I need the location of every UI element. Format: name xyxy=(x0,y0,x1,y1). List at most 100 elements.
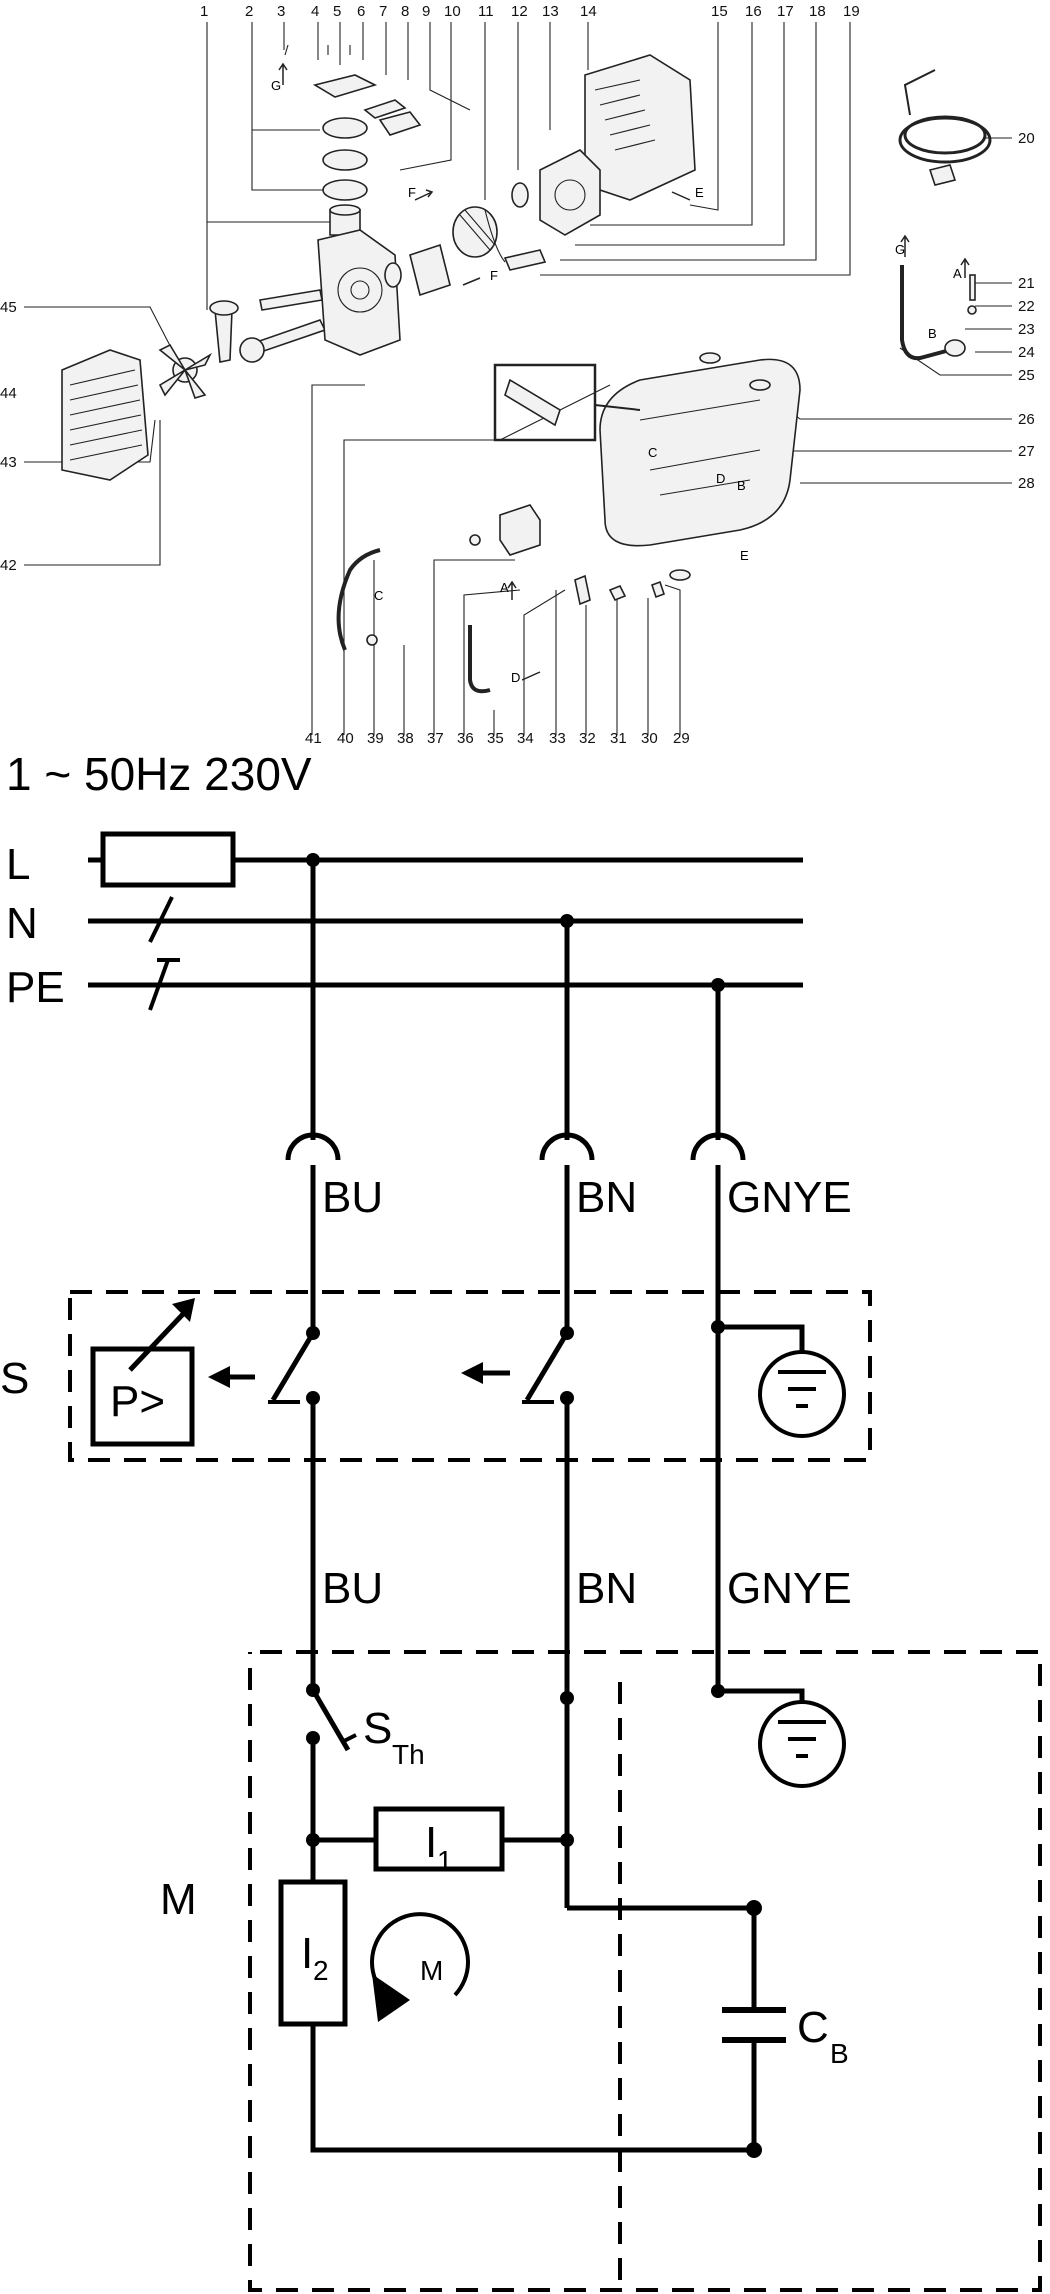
crankcase xyxy=(317,229,401,356)
callout-5: 5 xyxy=(333,3,341,20)
wire-label-bn-mid: BN xyxy=(576,1564,637,1613)
winding-1-sub: 1 xyxy=(437,1845,453,1876)
exploded-parts-view: 1 2 3 4 5 6 7 8 9 10 11 12 13 14 15 16 1… xyxy=(0,3,1035,747)
supply-spec: 1 ~ 50Hz 230V xyxy=(6,748,312,800)
ground-icon-switch xyxy=(718,1324,846,1438)
callout-38: 38 xyxy=(397,730,414,747)
callout-3: 3 xyxy=(277,3,285,20)
callout-32: 32 xyxy=(579,730,596,747)
callout-41: 41 xyxy=(305,730,322,747)
flow-letter-d-frame: D xyxy=(716,471,725,486)
motor-block-boundary xyxy=(248,1650,1042,2292)
callout-13: 13 xyxy=(542,3,559,20)
callout-7: 7 xyxy=(379,3,387,20)
left-callouts: 45 44 43 42 xyxy=(0,299,17,574)
callout-18: 18 xyxy=(809,3,826,20)
flow-letter-e-top: E xyxy=(695,185,704,200)
wire-label-bn-top: BN xyxy=(576,1173,637,1222)
flow-letter-d-pipe: D xyxy=(511,670,520,685)
fan-hood xyxy=(61,349,149,481)
winding-1-label: I xyxy=(425,1818,437,1867)
fuse xyxy=(100,831,236,888)
motor-rotation-icon xyxy=(370,1912,470,2022)
capacitor-sub: B xyxy=(830,2038,849,2069)
flow-letter-a-right: A xyxy=(953,266,962,281)
callout-11: 11 xyxy=(478,3,494,20)
callout-37: 37 xyxy=(427,730,444,747)
thermal-switch xyxy=(310,1688,357,1798)
thermal-dot-top xyxy=(306,1683,320,1697)
wire-label-gnye-top: GNYE xyxy=(727,1173,852,1222)
connecting-rod xyxy=(209,300,327,363)
line-label-n: N xyxy=(6,899,38,948)
callout-1: 1 xyxy=(200,3,208,20)
callout-21: 21 xyxy=(1018,275,1035,292)
wire-label-bu-mid: BU xyxy=(322,1564,383,1613)
fan-wheel xyxy=(158,343,212,399)
pressure-switch-part xyxy=(469,504,666,606)
callout-44: 44 xyxy=(0,385,17,402)
top-callouts: 1 2 3 4 5 6 7 8 9 10 11 12 13 14 15 16 1… xyxy=(200,3,860,20)
thermal-switch-sub: Th xyxy=(392,1739,425,1770)
conductor-ticks xyxy=(148,896,180,1011)
flow-arrows: G F F E G A B C D B E C A D xyxy=(271,62,970,685)
switch-contact-dots xyxy=(306,1320,725,1405)
callout-28: 28 xyxy=(1018,475,1035,492)
flow-letter-b-frame: B xyxy=(737,478,746,493)
callout-19: 19 xyxy=(843,3,860,20)
capacitor-part xyxy=(484,209,547,271)
callout-25: 25 xyxy=(1018,367,1035,384)
wire-label-bu-top: BU xyxy=(322,1173,383,1222)
winding-2-label: I xyxy=(301,1929,313,1978)
capacitor-circuit xyxy=(310,1905,786,2153)
flow-letter-b-right: B xyxy=(928,326,937,341)
callout-16: 16 xyxy=(745,3,762,20)
adjustable-arrow-icon xyxy=(128,1298,195,1372)
switch-block-label: S xyxy=(0,1354,29,1403)
callout-10: 10 xyxy=(444,3,461,20)
actuation-arrow-left xyxy=(208,1366,255,1388)
callout-26: 26 xyxy=(1018,411,1035,428)
callout-36: 36 xyxy=(457,730,474,747)
motor-block-label: M xyxy=(160,1875,197,1924)
callout-17: 17 xyxy=(777,3,794,20)
capacitor-label: C xyxy=(797,2003,829,2052)
bottom-callouts: 41 40 39 38 37 36 35 34 33 32 31 30 29 xyxy=(305,730,690,747)
rotor xyxy=(259,206,498,311)
callout-40: 40 xyxy=(337,730,354,747)
plug-sockets xyxy=(285,1132,746,1161)
drops-to-plug xyxy=(310,860,721,1140)
flow-letter-f-low: F xyxy=(490,268,498,283)
callout-34: 34 xyxy=(517,730,534,747)
cylinder-head-parts xyxy=(284,44,422,236)
callout-20: 20 xyxy=(1018,130,1035,147)
bent-pipes xyxy=(336,548,491,694)
wires-to-motor xyxy=(310,1398,570,1698)
actuation-arrow-right xyxy=(461,1362,510,1384)
switch-block-boundary xyxy=(68,1290,872,1462)
wires-to-switch xyxy=(310,1165,721,1527)
callout-24: 24 xyxy=(1018,344,1035,361)
callout-15: 15 xyxy=(711,3,728,20)
flow-letter-e-frame: E xyxy=(740,548,749,563)
callout-8: 8 xyxy=(401,3,409,20)
end-shield xyxy=(511,149,601,236)
base-frame xyxy=(599,352,801,581)
capacitor-dots xyxy=(746,1900,762,2158)
callout-33: 33 xyxy=(549,730,566,747)
callout-23: 23 xyxy=(1018,321,1035,338)
callout-29: 29 xyxy=(673,730,690,747)
callout-4: 4 xyxy=(311,3,319,20)
callout-43: 43 xyxy=(0,454,17,471)
callout-6: 6 xyxy=(357,3,365,20)
pressure-switch-box xyxy=(90,1346,195,1447)
callout-45: 45 xyxy=(0,299,17,316)
power-cable xyxy=(898,69,992,186)
flow-letter-g-right: G xyxy=(895,242,905,257)
callout-35: 35 xyxy=(487,730,504,747)
mains-switch-contacts xyxy=(268,1331,570,1404)
callout-31: 31 xyxy=(610,730,627,747)
callout-27: 27 xyxy=(1018,443,1035,460)
thermal-dot-bottom xyxy=(306,1731,320,1745)
tube-25 xyxy=(900,265,977,361)
